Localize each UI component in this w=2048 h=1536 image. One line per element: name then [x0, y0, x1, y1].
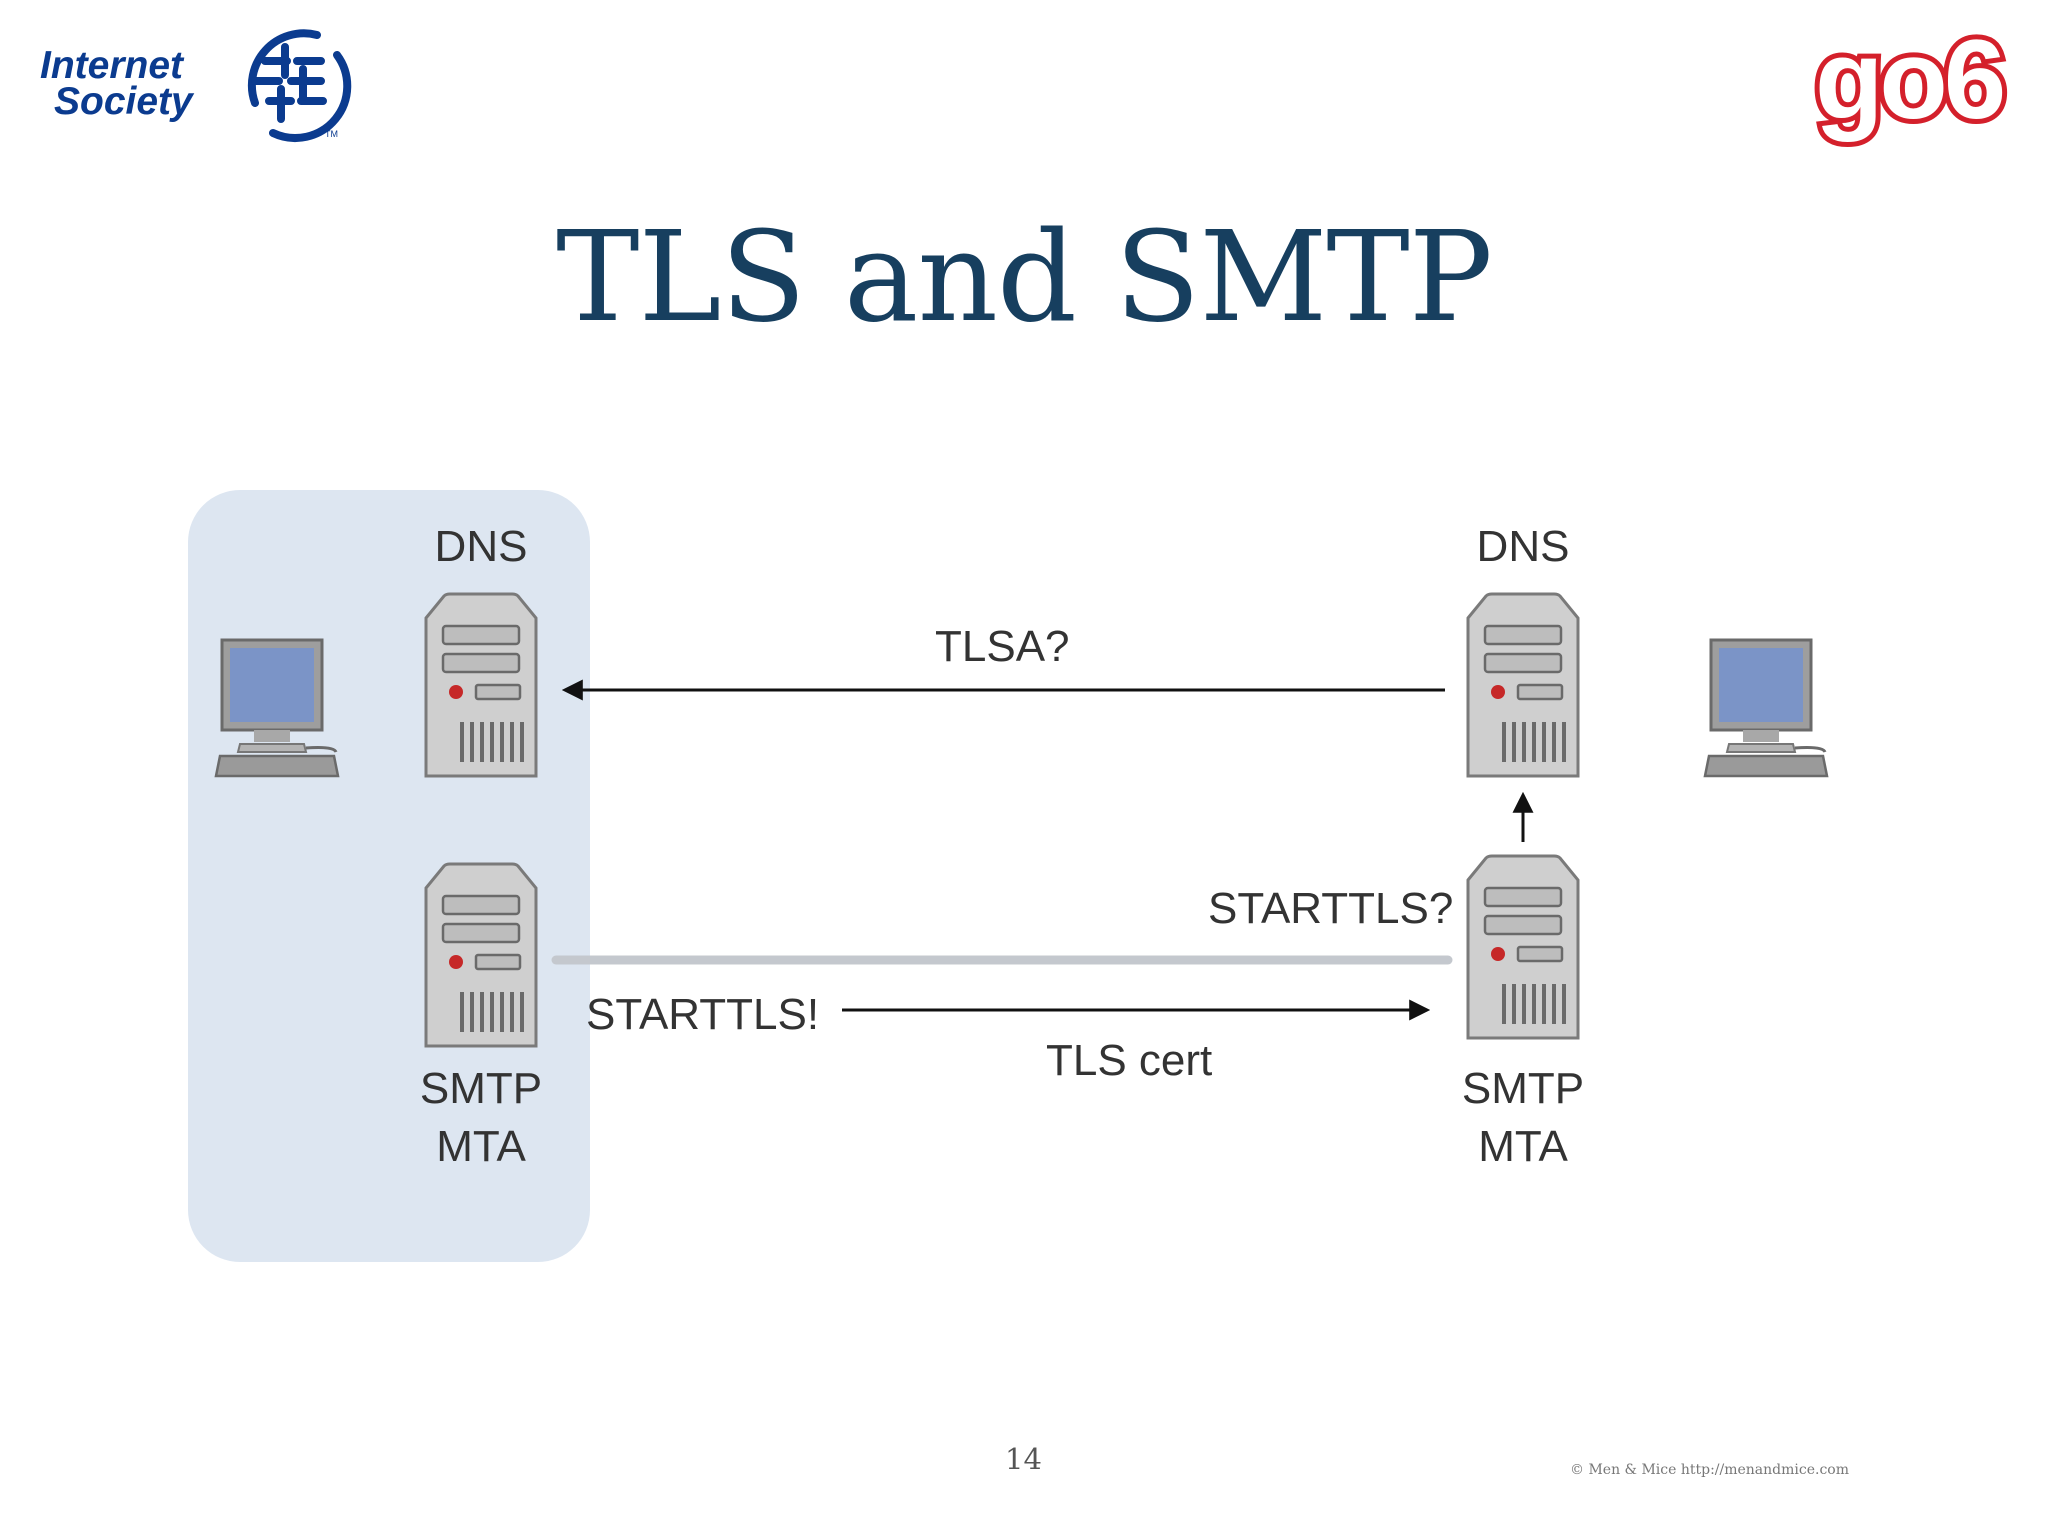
right-mta-server-icon: [1466, 854, 1580, 1040]
isoc-logo-line1: Internet: [40, 44, 184, 87]
left-dns-server-icon: [424, 592, 538, 778]
right-dns-server-icon: [1466, 592, 1580, 778]
right-mta-label-line2: MTA: [1478, 1122, 1568, 1171]
tls-cert-label: TLS cert: [1046, 1036, 1213, 1085]
left-mta-label-line2: MTA: [436, 1122, 526, 1171]
left-mta-label-line1: SMTP: [419, 1064, 543, 1113]
left-mta-server-icon: [424, 862, 538, 1048]
right-mta-label-line1: SMTP: [1461, 1064, 1585, 1113]
right-dns-label: DNS: [1476, 522, 1570, 571]
isoc-logo-line2: Society: [54, 80, 193, 123]
globe-logo-icon: [247, 29, 352, 142]
isoc-trademark: TM: [325, 129, 338, 139]
slide-title: TLS and SMTP: [556, 205, 1493, 350]
go6-logo: go6: [1810, 15, 2011, 145]
page-number: 14: [1005, 1442, 1042, 1476]
isoc-logo: Internet Society TM: [40, 25, 360, 145]
starttls-query-label: STARTTLS?: [1208, 884, 1454, 933]
copyright-notice: © Men & Mice http://menandmice.com: [1570, 1462, 1849, 1478]
tlsa-query-label: TLSA?: [935, 622, 1070, 671]
left-dns-label: DNS: [434, 522, 528, 571]
right-computer-icon: [1703, 638, 1829, 778]
left-computer-icon: [214, 638, 340, 778]
starttls-reply-label: STARTTLS!: [586, 990, 820, 1039]
